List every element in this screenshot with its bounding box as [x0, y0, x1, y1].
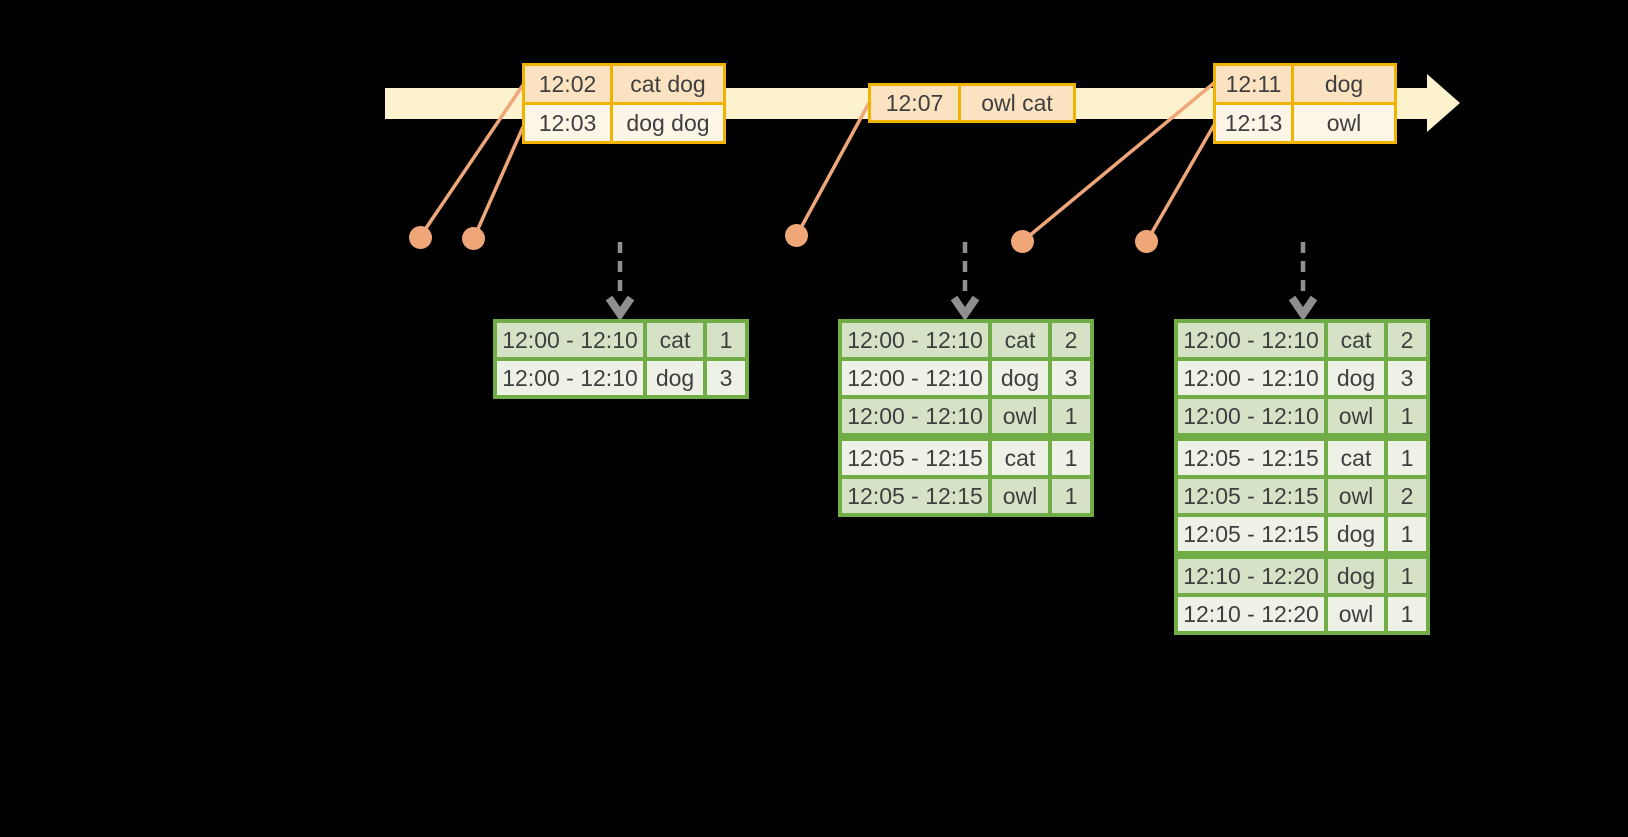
trigger-arrowhead-icon — [605, 295, 635, 322]
result-word-cell: dog — [1328, 559, 1384, 593]
result-window-cell: 12:10 - 12:20 — [1178, 559, 1324, 593]
result-window-cell: 12:00 - 12:10 — [1178, 399, 1324, 433]
event-connector-line — [472, 126, 525, 239]
result-word-cell: owl — [992, 399, 1048, 433]
result-window-cell: 12:00 - 12:10 — [497, 323, 643, 357]
event-time-cell: 12:11 — [1216, 66, 1291, 102]
result-count-cell: 1 — [1388, 597, 1426, 631]
result-count-cell: 3 — [707, 361, 745, 395]
event-words-cell: dog dog — [613, 105, 723, 141]
event-words-cell: dog — [1294, 66, 1394, 102]
event-time-cell: 12:07 — [871, 86, 958, 120]
event-table: 12:11 dog 12:13 owl — [1213, 63, 1397, 144]
result-window-group: 12:10 - 12:20 dog 1 12:10 - 12:20 owl 1 — [1174, 555, 1430, 635]
result-window-cell: 12:05 - 12:15 — [1178, 517, 1324, 551]
event-dot — [785, 224, 808, 247]
result-window-cell: 12:10 - 12:20 — [1178, 597, 1324, 631]
result-count-cell: 1 — [1388, 559, 1426, 593]
result-count-cell: 2 — [1052, 323, 1090, 357]
result-window-cell: 12:00 - 12:10 — [1178, 361, 1324, 395]
result-count-cell: 3 — [1052, 361, 1090, 395]
result-table: 12:00 - 12:10 cat 2 12:00 - 12:10 dog 3 … — [1174, 319, 1430, 635]
event-words-cell: owl cat — [961, 86, 1073, 120]
result-table: 12:00 - 12:10 cat 1 12:00 - 12:10 dog 3 — [493, 319, 749, 399]
result-count-cell: 1 — [1388, 517, 1426, 551]
result-window-cell: 12:00 - 12:10 — [1178, 323, 1324, 357]
event-connector-line — [418, 84, 525, 238]
event-table: 12:07 owl cat — [868, 83, 1076, 123]
result-window-group: 12:05 - 12:15 cat 1 12:05 - 12:15 owl 2 … — [1174, 437, 1430, 555]
result-count-cell: 1 — [1052, 441, 1090, 475]
trigger-arrowhead-icon — [1288, 295, 1318, 322]
result-window-cell: 12:05 - 12:15 — [1178, 479, 1324, 513]
result-word-cell: cat — [992, 323, 1048, 357]
result-word-cell: owl — [992, 479, 1048, 513]
event-connector-line — [1145, 124, 1216, 242]
timeline-arrowhead-icon — [1427, 74, 1460, 132]
event-dot — [1011, 230, 1034, 253]
result-count-cell: 1 — [1052, 399, 1090, 433]
event-dot — [409, 226, 432, 249]
result-count-cell: 1 — [1052, 479, 1090, 513]
result-window-cell: 12:05 - 12:15 — [842, 441, 988, 475]
event-connector-line — [795, 102, 871, 236]
result-count-cell: 1 — [1388, 441, 1426, 475]
result-count-cell: 2 — [1388, 479, 1426, 513]
result-word-cell: cat — [1328, 323, 1384, 357]
event-dot — [462, 227, 485, 250]
event-time-cell: 12:03 — [525, 105, 610, 141]
result-window-group: 12:05 - 12:15 cat 1 12:05 - 12:15 owl 1 — [838, 437, 1094, 517]
result-table: 12:00 - 12:10 cat 2 12:00 - 12:10 dog 3 … — [838, 319, 1094, 517]
result-window-group: 12:00 - 12:10 cat 1 12:00 - 12:10 dog 3 — [493, 319, 749, 399]
trigger-arrowhead-icon — [950, 295, 980, 322]
result-word-cell: owl — [1328, 399, 1384, 433]
result-count-cell: 3 — [1388, 361, 1426, 395]
result-word-cell: dog — [647, 361, 703, 395]
event-dot — [1135, 230, 1158, 253]
event-time-cell: 12:13 — [1216, 105, 1291, 141]
result-word-cell: dog — [1328, 517, 1384, 551]
event-connector-line — [1021, 81, 1216, 243]
result-window-cell: 12:00 - 12:10 — [497, 361, 643, 395]
result-word-cell: cat — [647, 323, 703, 357]
result-word-cell: cat — [992, 441, 1048, 475]
result-count-cell: 1 — [1388, 399, 1426, 433]
result-word-cell: dog — [1328, 361, 1384, 395]
result-word-cell: dog — [992, 361, 1048, 395]
result-window-cell: 12:05 - 12:15 — [1178, 441, 1324, 475]
result-window-cell: 12:05 - 12:15 — [842, 479, 988, 513]
event-words-cell: owl — [1294, 105, 1394, 141]
result-window-group: 12:00 - 12:10 cat 2 12:00 - 12:10 dog 3 … — [838, 319, 1094, 437]
result-count-cell: 1 — [707, 323, 745, 357]
result-window-group: 12:00 - 12:10 cat 2 12:00 - 12:10 dog 3 … — [1174, 319, 1430, 437]
event-words-cell: cat dog — [613, 66, 723, 102]
event-table: 12:02 cat dog 12:03 dog dog — [522, 63, 726, 144]
result-window-cell: 12:00 - 12:10 — [842, 361, 988, 395]
result-word-cell: owl — [1328, 597, 1384, 631]
result-window-cell: 12:00 - 12:10 — [842, 323, 988, 357]
result-window-cell: 12:00 - 12:10 — [842, 399, 988, 433]
result-word-cell: cat — [1328, 441, 1384, 475]
result-word-cell: owl — [1328, 479, 1384, 513]
event-time-cell: 12:02 — [525, 66, 610, 102]
result-count-cell: 2 — [1388, 323, 1426, 357]
